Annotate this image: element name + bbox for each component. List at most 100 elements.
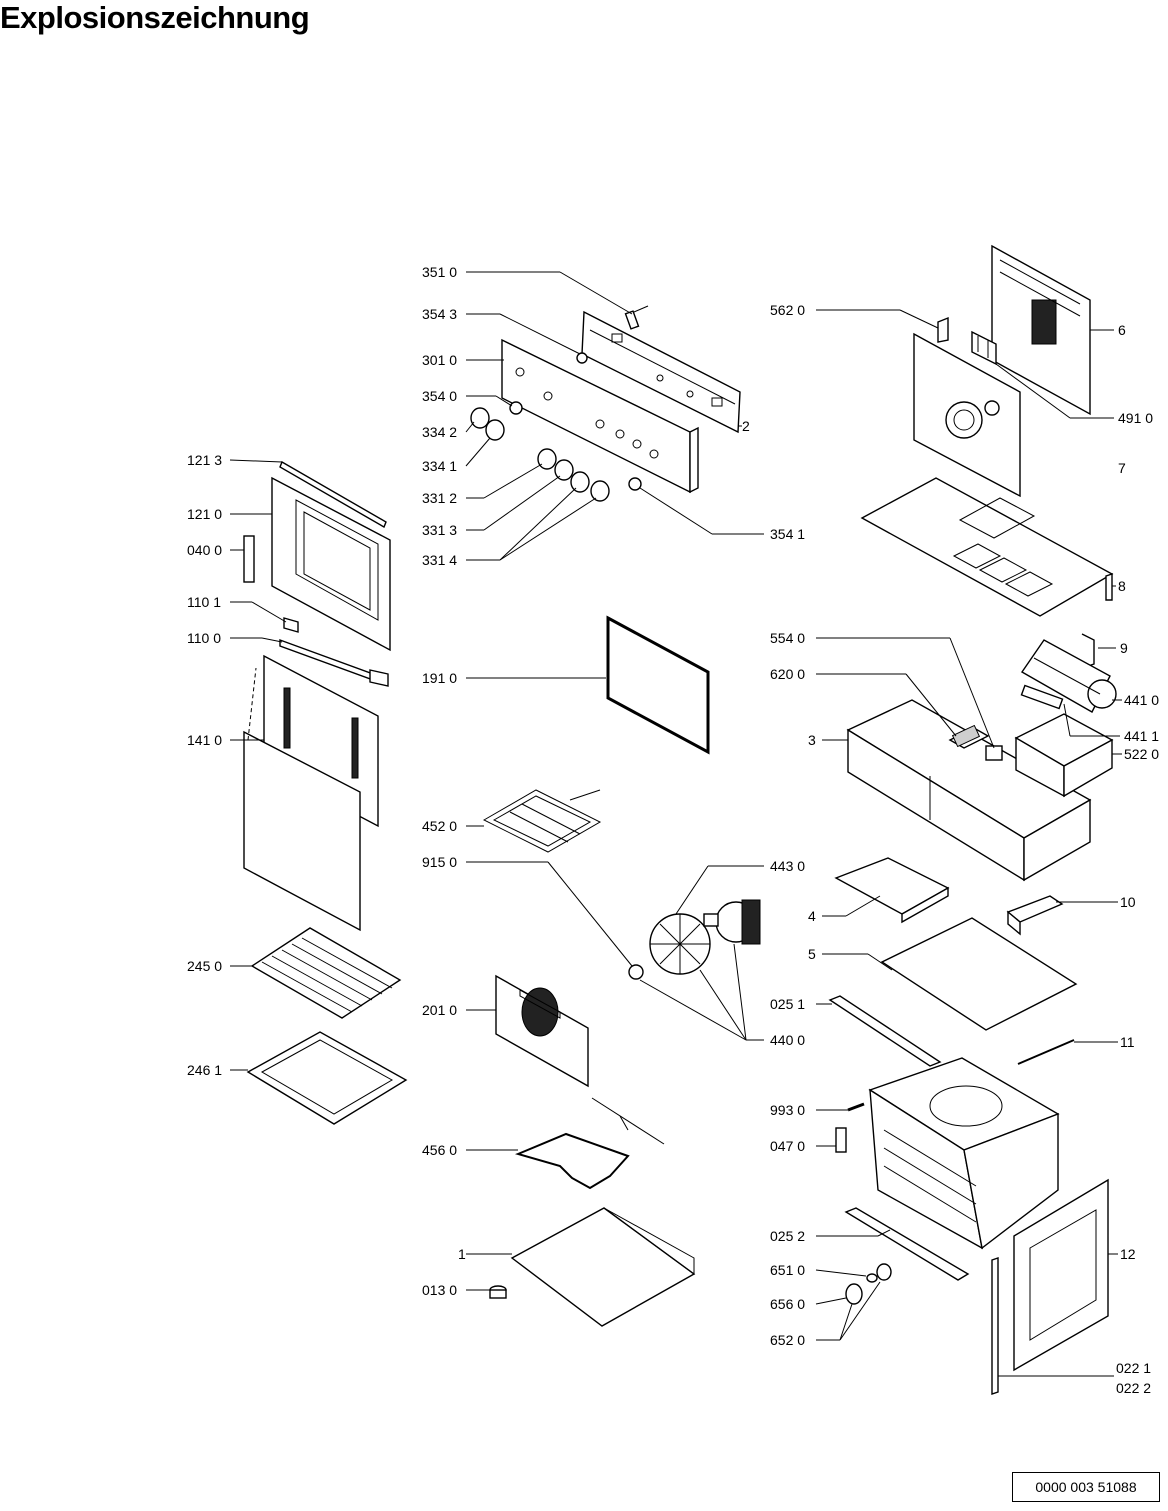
leader-lines — [229, 271, 1122, 1377]
oven-rack-part — [250, 927, 402, 1019]
handle-parts — [279, 617, 389, 687]
cover-plate-part — [880, 917, 1078, 1031]
label-562-0: 562 0 — [770, 302, 805, 318]
label-5: 5 — [808, 946, 816, 962]
lamp-part — [576, 352, 588, 364]
label-1: 1 — [458, 1246, 466, 1262]
label-441-1: 441 1 — [1124, 728, 1159, 744]
label-8: 8 — [1118, 578, 1126, 594]
label-121-3: 121 3 — [187, 452, 222, 468]
small-knob-parts — [845, 1263, 892, 1305]
terminal-block-part — [948, 724, 990, 749]
rod-part — [1017, 1039, 1075, 1065]
lamp-cover-part-right — [628, 477, 642, 491]
mounting-bracket-part — [1006, 895, 1064, 936]
deflector-part — [834, 857, 950, 924]
label-452-0: 452 0 — [422, 818, 457, 834]
control-rail-part — [581, 310, 741, 434]
label-9: 9 — [1120, 640, 1128, 656]
label-656-0: 656 0 — [770, 1296, 805, 1312]
document-number-box: 0000 003 51088 — [1012, 1472, 1160, 1502]
label-522-0: 522 0 — [1124, 746, 1159, 762]
label-141-0: 141 0 — [187, 732, 222, 748]
label-652-0: 652 0 — [770, 1332, 805, 1348]
label-246-1: 246 1 — [187, 1062, 222, 1078]
lamp-cover-part — [509, 401, 523, 415]
label-620-0: 620 0 — [770, 666, 805, 682]
control-panel-part — [501, 338, 699, 494]
knob-parts — [470, 407, 610, 502]
rear-wall-part — [913, 332, 1021, 498]
label-993-0: 993 0 — [770, 1102, 805, 1118]
tangential-fan-part — [1020, 639, 1117, 713]
hinge-bracket-part — [835, 1127, 847, 1153]
label-301-0: 301 0 — [422, 352, 457, 368]
label-4: 4 — [808, 908, 816, 924]
label-491-0: 491 0 — [1118, 410, 1153, 426]
baking-tray-part — [246, 1031, 408, 1125]
page-title: Explosionszeichnung — [0, 0, 310, 35]
bottom-plate-part — [510, 1207, 696, 1327]
label-025-2: 025 2 — [770, 1228, 805, 1244]
switch-block-part — [985, 745, 1003, 761]
fan-cover-part — [495, 974, 589, 1088]
top-plate-part — [860, 477, 1114, 617]
top-heater-part — [482, 789, 602, 853]
label-040-0: 040 0 — [187, 542, 222, 558]
fan-bracket-part — [1020, 684, 1064, 710]
label-331-4: 331 4 — [422, 552, 457, 568]
switch-part — [624, 305, 649, 330]
inner-door-part — [271, 476, 391, 652]
bottom-heater-part — [514, 1097, 665, 1190]
part-labels: 351 0 354 3 301 0 354 0 334 2 334 1 121 … — [187, 264, 1159, 1396]
oven-cavity-part — [868, 1057, 1060, 1250]
label-915-0: 915 0 — [422, 854, 457, 870]
label-12: 12 — [1120, 1246, 1136, 1262]
door-frame-part — [263, 654, 379, 828]
label-191-0: 191 0 — [422, 670, 457, 686]
label-331-2: 331 2 — [422, 490, 457, 506]
label-554-0: 554 0 — [770, 630, 805, 646]
label-110-1: 110 1 — [187, 594, 221, 610]
label-10: 10 — [1120, 894, 1136, 910]
label-354-1: 354 1 — [770, 526, 805, 542]
label-351-0: 351 0 — [422, 264, 457, 280]
label-110-0: 110 0 — [187, 630, 221, 646]
label-121-0: 121 0 — [187, 506, 222, 522]
label-2: 2 — [742, 418, 750, 434]
label-047-0: 047 0 — [770, 1138, 805, 1154]
label-013-0: 013 0 — [422, 1282, 457, 1298]
outer-door-glass-part — [243, 730, 361, 932]
label-022-2: 022 2 — [1116, 1380, 1151, 1396]
back-panel-part — [991, 244, 1091, 416]
label-443-0: 443 0 — [770, 858, 805, 874]
screw-part — [847, 1102, 865, 1112]
rail-part — [828, 995, 942, 1067]
label-354-0: 354 0 — [422, 388, 457, 404]
label-456-0: 456 0 — [422, 1142, 457, 1158]
label-651-0: 651 0 — [770, 1262, 805, 1278]
label-11: 11 — [1120, 1034, 1135, 1050]
door-seal-part — [606, 615, 710, 755]
label-245-0: 245 0 — [187, 958, 222, 974]
label-022-1: 022 1 — [1116, 1360, 1151, 1376]
label-331-3: 331 3 — [422, 522, 457, 538]
control-module-part — [1014, 713, 1114, 798]
label-201-0: 201 0 — [422, 1002, 457, 1018]
fan-parts — [628, 899, 761, 980]
label-6: 6 — [1118, 322, 1126, 338]
label-441-0: 441 0 — [1124, 692, 1159, 708]
foot-part — [489, 1285, 507, 1299]
lower-rail-part — [844, 1207, 970, 1281]
door-trim-part — [279, 460, 387, 529]
label-440-0: 440 0 — [770, 1032, 805, 1048]
label-7: 7 — [1118, 460, 1126, 476]
housing-part — [846, 699, 1092, 882]
label-334-2: 334 2 — [422, 424, 457, 440]
label-334-1: 334 1 — [422, 458, 457, 474]
clip-part — [937, 316, 949, 343]
front-frame-part — [1013, 1178, 1109, 1372]
label-3: 3 — [808, 732, 816, 748]
label-354-3: 354 3 — [422, 306, 457, 322]
